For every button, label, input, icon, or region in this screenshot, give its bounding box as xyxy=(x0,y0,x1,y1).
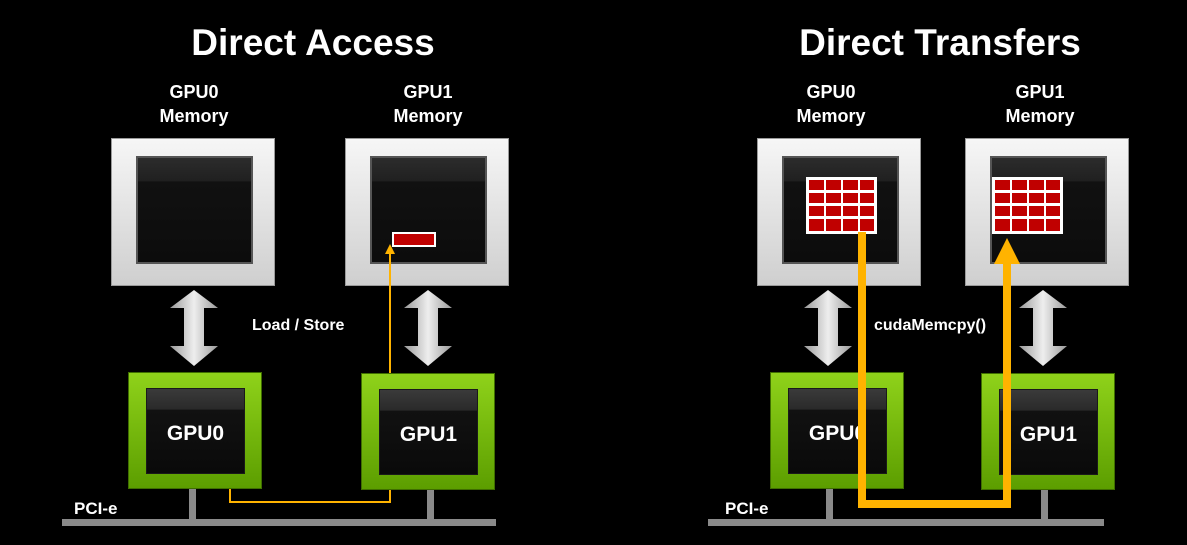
cudamemcpy-label: cudaMemcpy() xyxy=(874,317,987,334)
bus-stem xyxy=(427,490,434,521)
label-line: GPU1 xyxy=(1015,82,1065,102)
direct-transfers-title: Direct Transfers xyxy=(799,22,1081,63)
bus-stem xyxy=(1041,490,1048,521)
gpu-label: GPU0 xyxy=(808,422,867,445)
left-gpu1-memory-box xyxy=(345,138,509,286)
gpu-label: GPU0 xyxy=(166,422,225,445)
label-line: GPU0 xyxy=(169,82,219,102)
cudamemcpy-transfer-path xyxy=(858,232,1011,508)
left-gpu0-memory-arrow xyxy=(170,290,218,366)
bus-stem xyxy=(189,489,196,521)
label-line: GPU1 xyxy=(403,82,453,102)
memory-inner xyxy=(136,156,253,264)
source-memory-grid xyxy=(806,177,877,234)
left-gpu1-memory-arrow xyxy=(404,290,452,366)
load-store-label: Load / Store xyxy=(252,317,345,334)
right-gpu0-memory-arrow xyxy=(804,290,852,366)
left-gpu0-chip: GPU0 xyxy=(128,372,262,489)
right-pcie-bus xyxy=(708,519,1104,526)
label-line: Memory xyxy=(796,106,866,126)
right-gpu1-memory-arrow xyxy=(1019,290,1067,366)
left-gpu1-memory-label: GPU1 Memory xyxy=(368,80,488,128)
left-gpu0-memory-box xyxy=(111,138,275,286)
cudamemcpy-arrowhead xyxy=(994,238,1020,264)
label-line: Memory xyxy=(393,106,463,126)
label-line: Memory xyxy=(1005,106,1075,126)
load-store-arrowhead-up xyxy=(385,244,395,254)
label-line: Memory xyxy=(159,106,229,126)
gpu-label: GPU1 xyxy=(399,423,458,446)
label-line: GPU0 xyxy=(806,82,856,102)
gpu-inner: GPU1 xyxy=(379,389,478,475)
bus-stem xyxy=(826,489,833,521)
left-pcie-bus xyxy=(62,519,496,526)
left-gpu0-memory-label: GPU0 Memory xyxy=(134,80,254,128)
left-gpu1-chip: GPU1 xyxy=(361,373,495,490)
gpu-label: GPU1 xyxy=(1019,423,1078,446)
right-gpu1-memory-label: GPU1 Memory xyxy=(980,80,1100,128)
gpu-inner: GPU0 xyxy=(146,388,245,474)
remote-data-block xyxy=(392,232,436,247)
right-pcie-label: PCI-e xyxy=(725,499,769,518)
left-pcie-label: PCI-e xyxy=(74,499,118,518)
right-gpu0-chip: GPU0 xyxy=(770,372,904,489)
gpu-inner: GPU1 xyxy=(999,389,1098,475)
right-gpu0-memory-label: GPU0 Memory xyxy=(771,80,891,128)
gpu-inner: GPU0 xyxy=(788,388,887,474)
direct-access-title: Direct Access xyxy=(191,22,435,63)
destination-memory-grid xyxy=(992,177,1063,234)
